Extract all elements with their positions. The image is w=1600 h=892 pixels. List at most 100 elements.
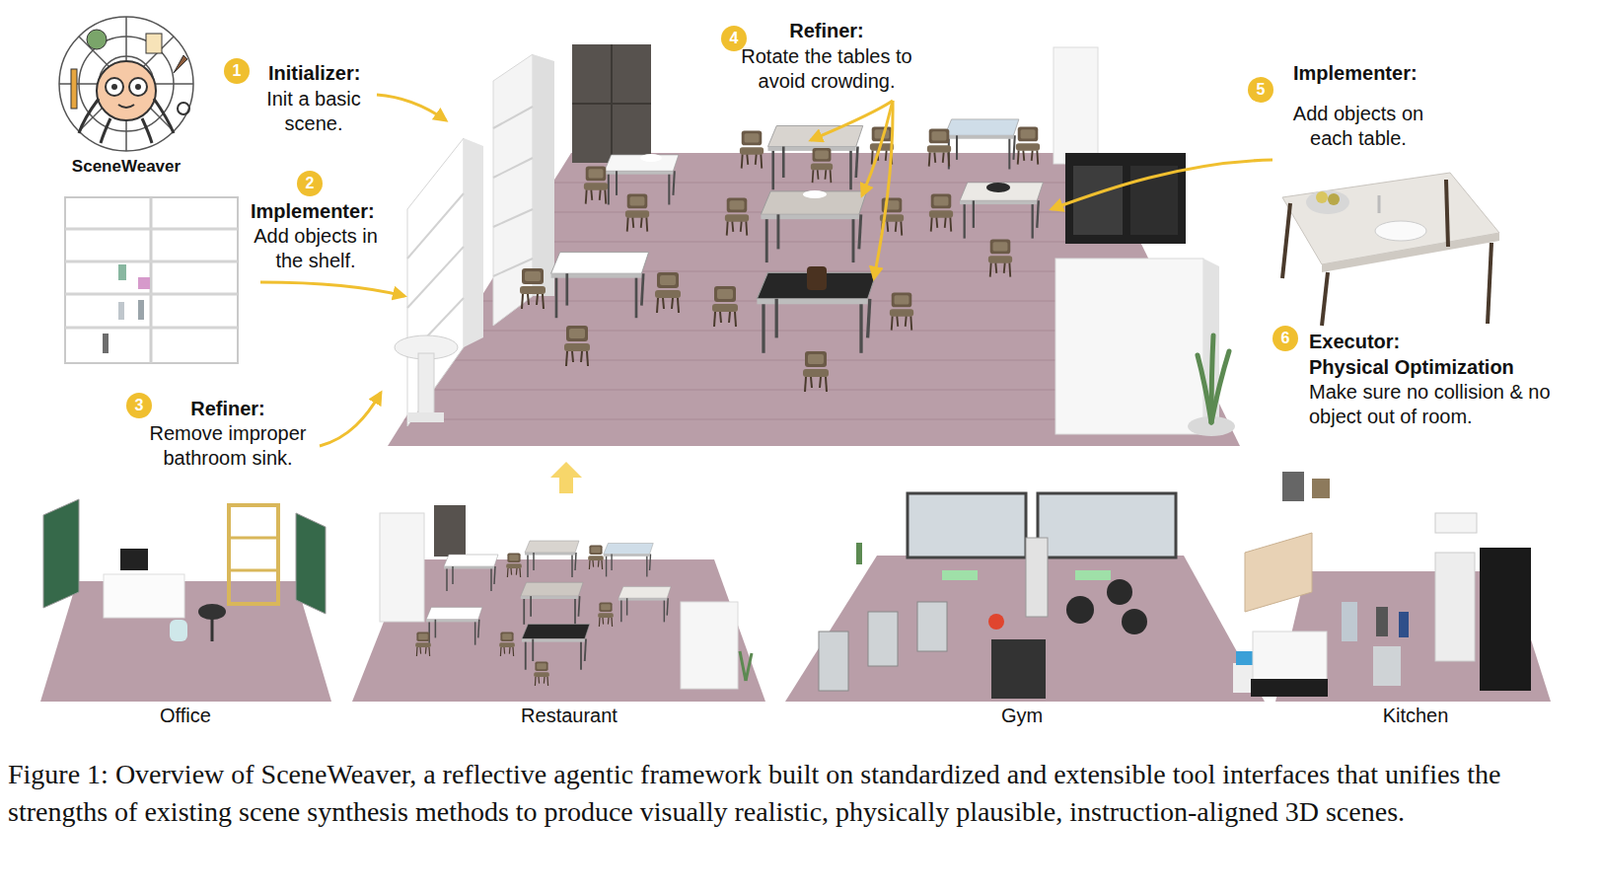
table-illustration xyxy=(1282,172,1500,326)
bottom-scenes-part xyxy=(856,542,863,565)
bottom-scenes-part xyxy=(618,586,671,623)
main-scene-part xyxy=(654,272,681,313)
callout-number-text: 4 xyxy=(729,30,739,47)
main-scene-part xyxy=(988,238,1013,277)
main-scene-part xyxy=(927,128,951,166)
bottom-scenes-part xyxy=(1250,678,1328,697)
main-scene-part xyxy=(1016,126,1040,164)
bottom-scenes-part xyxy=(228,505,279,604)
callout-number: 3 xyxy=(126,392,152,419)
bottom-scenes-part-part xyxy=(818,631,849,691)
leader-arrows-part xyxy=(810,100,893,141)
bottom-scenes-part-part xyxy=(1066,595,1094,624)
bottom-scenes-part xyxy=(1075,570,1111,581)
main-scene-part xyxy=(959,182,1043,239)
main-scene-part-part xyxy=(493,209,533,227)
bottom-scenes-part xyxy=(520,581,583,625)
table-illustration-part xyxy=(1378,195,1382,214)
bottom-scenes-part xyxy=(1376,606,1388,637)
table-illustration-part xyxy=(1327,193,1340,206)
bottom-scenes-part xyxy=(942,570,978,581)
main-scene-part xyxy=(712,286,738,327)
main-scene-part xyxy=(572,44,652,163)
scene-label: Restaurant xyxy=(520,703,618,728)
bottom-scenes-part xyxy=(1398,611,1409,638)
leader-arrows-part xyxy=(319,392,381,446)
shelf-illustration-part-part xyxy=(65,326,238,330)
main-scene-part xyxy=(802,351,829,392)
callout-number: 2 xyxy=(296,170,323,197)
leader-arrows xyxy=(260,94,1273,446)
main-scene-part xyxy=(463,138,484,348)
main-scene-part xyxy=(493,54,533,326)
bottom-scenes-part xyxy=(103,574,185,618)
bottom-scenes-part xyxy=(1311,478,1330,499)
main-scene-part-part xyxy=(1211,335,1214,423)
bottom-scenes xyxy=(40,471,1551,702)
logo-spider-part xyxy=(71,69,77,109)
main-scene-part xyxy=(1053,47,1098,164)
bottom-scenes-part-part xyxy=(228,569,279,573)
bottom-scenes-part-part xyxy=(917,601,947,652)
main-scene-part xyxy=(407,138,464,427)
logo-spider-part xyxy=(86,29,107,50)
logo-spider-part xyxy=(173,55,188,73)
bottom-scenes-part xyxy=(120,548,148,571)
bottom-scenes-part xyxy=(295,512,326,614)
main-scene-part xyxy=(802,190,827,199)
step-subtitle: Physical Optimization xyxy=(1309,355,1515,380)
bottom-scenes-part xyxy=(597,601,614,627)
bottom-scenes-part xyxy=(379,512,425,622)
logo-spider-part xyxy=(135,83,142,90)
main-scene-part xyxy=(945,119,1019,170)
logo-spider-part xyxy=(177,102,190,115)
bottom-scenes-part xyxy=(1341,601,1358,642)
shelf-illustration-part xyxy=(138,299,145,320)
callout-number: 5 xyxy=(1247,76,1274,103)
logo-spider xyxy=(59,16,194,151)
callout-number-text: 6 xyxy=(1281,330,1291,347)
logo-name: SceneWeaver xyxy=(72,153,181,179)
bottom-scenes-part xyxy=(739,651,752,681)
bottom-scenes-part xyxy=(443,554,499,591)
main-scene-part xyxy=(493,106,533,277)
main-scene-part xyxy=(1055,258,1204,435)
step-title: Implementer: xyxy=(1293,61,1418,86)
logo-spider-part-part xyxy=(153,98,174,134)
bottom-scenes-part xyxy=(1025,537,1048,617)
shelf-illustration-part xyxy=(65,228,238,328)
main-scene-part xyxy=(810,147,833,183)
bottom-scenes-part xyxy=(1236,651,1254,665)
main-scene-part xyxy=(408,412,444,423)
callout-number-text: 2 xyxy=(305,175,315,192)
logo-spider-part xyxy=(78,98,174,144)
step-text: Init a basic scene. xyxy=(244,86,383,137)
main-scene-part-part xyxy=(493,106,533,129)
bottom-scenes-part xyxy=(1066,579,1148,635)
step-text: Make sure no collision & no object out o… xyxy=(1309,379,1556,430)
main-scene-part xyxy=(929,193,953,231)
main-scene-part-part xyxy=(407,193,464,259)
main-scene-part xyxy=(407,193,464,358)
logo-spider-part xyxy=(96,61,156,121)
bottom-scenes-part-part xyxy=(745,653,752,681)
main-scene-part xyxy=(806,266,827,291)
shelf-illustration xyxy=(65,197,238,364)
main-scene-part xyxy=(572,44,652,163)
shelf-illustration-part xyxy=(65,197,238,364)
bottom-scenes-part xyxy=(169,619,188,642)
up-arrow xyxy=(550,461,582,494)
scene-label: Gym xyxy=(1001,703,1043,728)
bottom-scenes-part xyxy=(533,660,550,686)
shelf-illustration-part-part xyxy=(65,292,238,296)
leader-arrows-part xyxy=(260,282,405,296)
bottom-scenes-part xyxy=(426,606,483,645)
logo-spider-part xyxy=(129,77,147,96)
shelf-illustration-part xyxy=(118,264,127,281)
main-scene-part xyxy=(625,193,650,231)
main-scene-part xyxy=(532,54,555,296)
bottom-scenes-part xyxy=(198,603,226,620)
table-illustration-part xyxy=(1306,190,1350,215)
figure-caption: Figure 1: Overview of SceneWeaver, a ref… xyxy=(7,755,1587,831)
bottom-scenes-part xyxy=(228,537,279,571)
